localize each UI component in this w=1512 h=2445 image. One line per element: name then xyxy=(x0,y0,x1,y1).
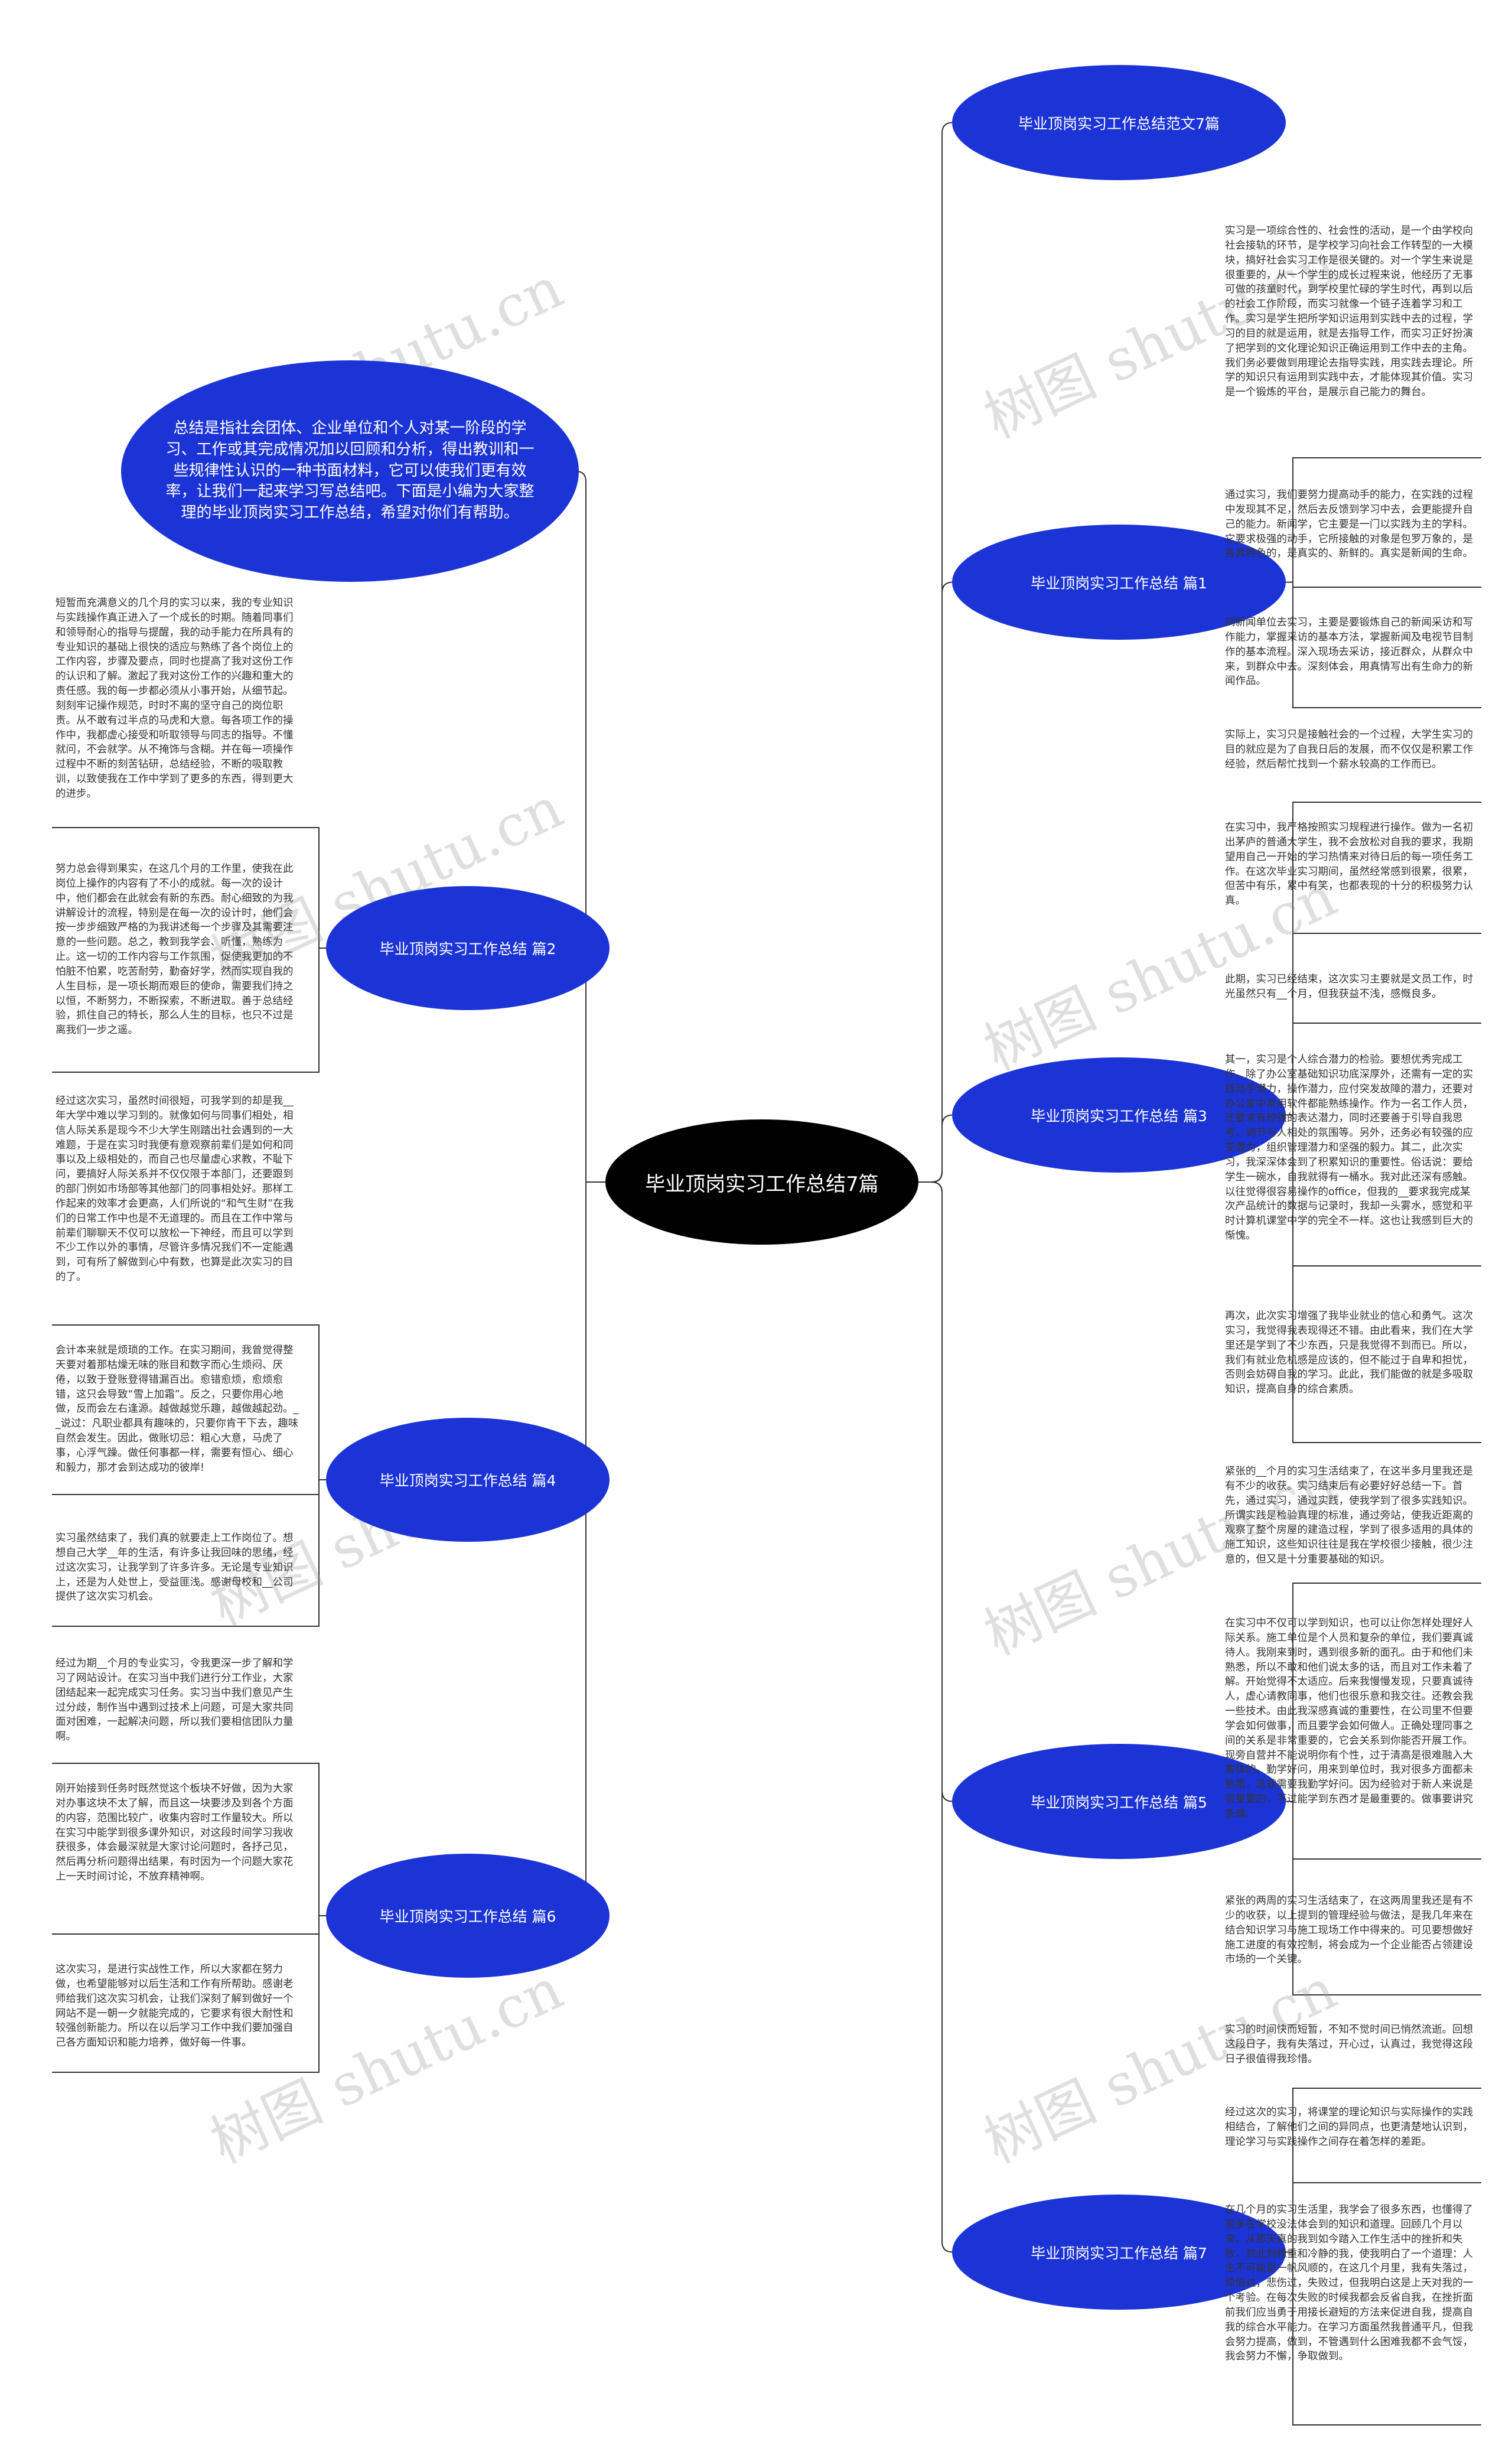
branch-node-6[interactable]: 毕业顶岗实习工作总结 篇6 xyxy=(326,1854,610,1978)
root-node[interactable]: 毕业顶岗实习工作总结7篇 xyxy=(605,1119,918,1245)
branch-node-1[interactable]: 毕业顶岗实习工作总结 篇1 xyxy=(952,525,1286,640)
leaf-text: 实习虽然结束了，我们真的就要走上工作岗位了。想想自己大学__年的生活，有许多让我… xyxy=(56,1532,294,1603)
leaf-text: 实习的时间快而短暂，不知不觉时间已悄然流逝。回想这段日子，我有失落过，开心过，认… xyxy=(1225,2024,1473,2065)
branch-node-7[interactable]: 毕业顶岗实习工作总结 篇7 xyxy=(952,2195,1286,2310)
leaf-text: 在几个月的实习生活里，我学会了很多东西，也懂得了很多在学校没法体会到的知识和道理… xyxy=(1225,2204,1473,2363)
branch-node-5[interactable]: 毕业顶岗实习工作总结 篇5 xyxy=(952,1744,1286,1859)
leaf-text: 会计本来就是烦琐的工作。在实习期间，我曾觉得整天要对着那枯燥无味的账目和数字而心… xyxy=(56,1344,299,1474)
intro-node[interactable]: 总结是指社会团体、企业单位和个人对某一阶段的学习、工作或其完成情况加以回顾和分析… xyxy=(121,360,579,582)
leaf-text: 到新闻单位去实习，主要是要锻炼自己的新闻采访和写作能力，掌握采访的基本方法，掌握… xyxy=(1225,617,1473,688)
leaf-text: 实习是一项综合性的、社会性的活动，是一个由学校向社会接轨的环节，是学校学习向社会… xyxy=(1225,225,1473,399)
leaf-text: 再次，此次实习增强了我毕业就业的信心和勇气。这次实习，我觉得我表现得还不错。由此… xyxy=(1225,1310,1473,1396)
leaf-text: 努力总会得到果实，在这几个月的工作里，使我在此岗位上操作的内容有了不小的成就。每… xyxy=(56,863,294,1037)
leaf-text: 紧张的两周的实习生活结束了，在这两周里我还是有不少的收获，以上提到的管理经验与做… xyxy=(1225,1895,1473,1966)
leaf-text: 经过这次的实习，将课堂的理论知识与实际操作的实践相结合，了解他们之间的异同点，也… xyxy=(1225,2107,1473,2148)
leaf-text: 紧张的__个月的实习生活结束了，在这半多月里我还是有不少的收获。实习结束后有必要… xyxy=(1225,1466,1473,1566)
leaf-text: 短暂而充满意义的几个月的实习以来，我的专业知识与实践操作真正进入了一个成长的时期… xyxy=(56,597,294,800)
leaf-text: 刚开始接到任务时既然觉这个板块不好做，因为大家对办事这块不太了解，而且这一块要涉… xyxy=(56,1783,294,1883)
leaf-text: 实际上，实习只是接触社会的一个过程，大学生实习的目的就应是为了自我日后的发展，而… xyxy=(1225,729,1473,770)
branch-node-0[interactable]: 毕业顶岗实习工作总结范文7篇 xyxy=(952,65,1286,180)
leaf-text: 此期，实习已经结束，这次实习主要就是文员工作，时光虽然只有__个月，但我获益不浅… xyxy=(1225,974,1473,1000)
leaf-text: 在实习中，我严格按照实习规程进行操作。做为一名初出茅庐的普通大学生，我不会放松对… xyxy=(1225,822,1473,907)
leaf-text: 其一，实习是个人综合潜力的检验。要想优秀完成工作，除了办公室基础知识功底深厚外，… xyxy=(1225,1054,1473,1242)
leaf-text: 通过实习，我们要努力提高动手的能力，在实践的过程中发现其不足，然后去反馈到学习中… xyxy=(1225,489,1473,560)
branch-node-4[interactable]: 毕业顶岗实习工作总结 篇4 xyxy=(326,1418,610,1542)
leaf-text: 在实习中不仅可以学到知识，也可以让你怎样处理好人际关系。施工单位是个人员和复杂的… xyxy=(1225,1617,1473,1820)
branch-node-3[interactable]: 毕业顶岗实习工作总结 篇3 xyxy=(952,1057,1286,1173)
branch-node-2[interactable]: 毕业顶岗实习工作总结 篇2 xyxy=(326,886,610,1010)
leaf-text: 这次实习，是进行实战性工作，所以大家都在努力做，也希望能够对以后生活和工作有所帮… xyxy=(56,1964,294,2049)
leaf-text: 经过这次实习，虽然时间很短，可我学到的却是我__年大学中难以学习到的。就像如何与… xyxy=(56,1095,294,1284)
leaf-text: 经过为期__个月的专业实习，令我更深一步了解和学习了网站设计。在实习当中我们进行… xyxy=(56,1658,294,1743)
